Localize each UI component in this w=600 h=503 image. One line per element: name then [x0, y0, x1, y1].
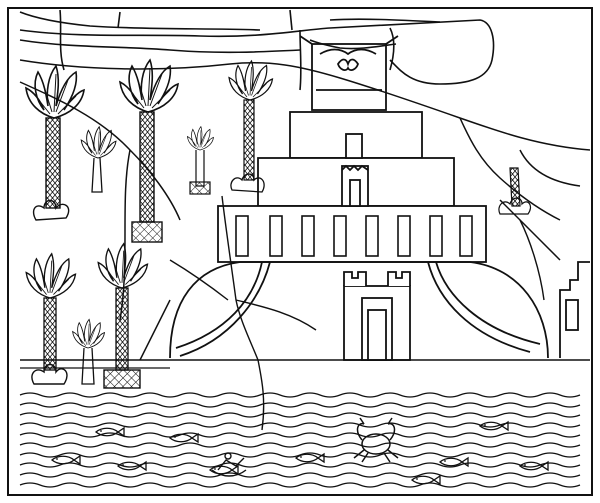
palm-tree [25, 253, 77, 385]
shrub [72, 318, 105, 385]
shrub [187, 126, 214, 195]
shrub [80, 126, 117, 193]
palm-tree [119, 59, 179, 243]
central-gate [343, 271, 411, 361]
right-tower [559, 261, 590, 358]
cracks [169, 195, 545, 431]
top-altar [299, 35, 399, 111]
shrub [498, 167, 532, 215]
crab [353, 417, 399, 463]
ziggurat-windows [235, 215, 473, 257]
palm-tree [25, 65, 85, 221]
swimmer [211, 452, 247, 477]
mound [169, 261, 549, 359]
palm-tree [97, 243, 149, 389]
palm-tree [228, 60, 274, 193]
top-rock-band [19, 9, 495, 91]
